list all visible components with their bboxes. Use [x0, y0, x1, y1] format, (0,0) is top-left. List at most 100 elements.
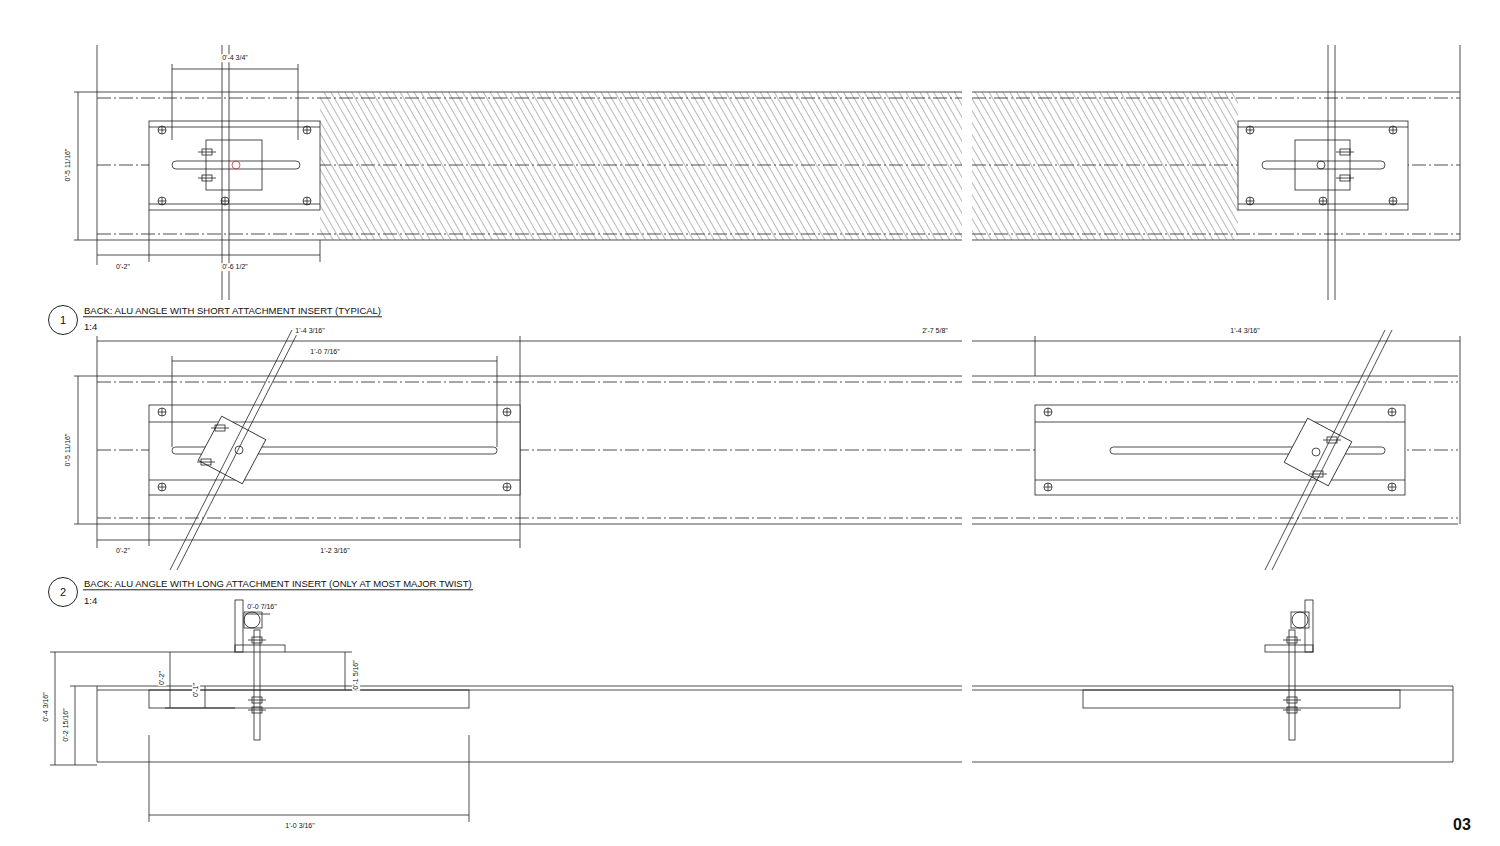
detail-title: BACK: ALU ANGLE WITH SHORT ATTACHMENT IN… — [83, 306, 382, 317]
drawing-line — [254, 630, 260, 740]
drawing-line — [503, 408, 511, 416]
drawing-line — [232, 161, 240, 169]
drawing-line — [97, 255, 320, 256]
drawing-line — [206, 140, 262, 190]
drawing-line — [972, 376, 1458, 377]
drawing-line — [149, 204, 320, 205]
drawing-line — [1246, 197, 1254, 205]
drawing-line — [1323, 437, 1341, 443]
drawing-line — [1388, 408, 1396, 416]
drawing-line — [972, 524, 1458, 525]
drawing-line — [172, 361, 497, 362]
drawing-line — [1453, 686, 1454, 762]
drawing-line — [1312, 448, 1320, 456]
drawing-line — [97, 45, 98, 265]
dimension: 0'-1" — [192, 682, 200, 698]
drawing-line — [245, 614, 270, 615]
drawing-line — [97, 382, 962, 383]
drawing-line — [158, 126, 166, 134]
dimension: 1'-0 3/16" — [284, 822, 316, 830]
drawing-line — [165, 708, 235, 709]
drawing-line — [198, 175, 216, 181]
drawing-line — [972, 518, 1458, 519]
dimension: 0'-2 15/16" — [62, 707, 70, 742]
drawing-line — [205, 686, 206, 708]
drawing-line — [1309, 471, 1327, 477]
drawing-line — [244, 612, 262, 628]
drawing-line — [172, 64, 173, 140]
drawing-line — [97, 524, 962, 525]
dimension: 1'-2 3/16" — [319, 547, 351, 555]
detail-1 — [74, 45, 1460, 300]
drawing-line — [1083, 690, 1400, 708]
drawing-line — [248, 637, 266, 643]
drawing-line — [972, 686, 1453, 687]
drawing-line — [497, 356, 498, 447]
drawing-line — [972, 92, 1238, 240]
drawing-line — [1246, 126, 1254, 134]
drawing-line — [972, 382, 1458, 383]
drawing-line — [298, 64, 299, 140]
drawing-line — [170, 330, 292, 570]
drawing-line — [149, 210, 150, 262]
drawing-line — [1289, 630, 1295, 740]
detail-2 — [74, 330, 1460, 570]
detail-3-section — [50, 600, 1453, 822]
drawing-line — [149, 480, 520, 481]
drawing-line — [235, 446, 243, 454]
drawing-line — [74, 376, 97, 377]
drawing-line — [149, 405, 520, 495]
drawing-line — [503, 483, 511, 491]
dimension: 0'-2" — [158, 670, 166, 686]
drawing-line — [1035, 405, 1405, 495]
drawing-line — [1265, 330, 1385, 570]
drawing-line — [1283, 637, 1301, 643]
drawing-line — [1389, 126, 1397, 134]
drawing-line — [248, 707, 266, 713]
dimension: 0'-5 11/16" — [64, 433, 72, 468]
drawing-line — [97, 762, 962, 763]
scale-note: 1:4 — [83, 322, 98, 332]
drawing-line — [74, 240, 97, 241]
dimension: 0'-5 11/16" — [64, 148, 72, 183]
drawing-line — [1283, 707, 1301, 713]
callout-number: 1 — [60, 314, 66, 326]
scale-note: 1:4 — [83, 596, 98, 606]
drawing-line — [172, 161, 300, 169]
drawing-line — [320, 92, 962, 240]
drawing-line — [1284, 418, 1352, 486]
drawing-line — [198, 416, 266, 484]
drawing-line — [345, 652, 346, 690]
drawing-line — [97, 336, 98, 548]
dimension: 0'-1 5/16" — [352, 659, 360, 691]
detail-title: BACK: ALU ANGLE WITH LONG ATTACHMENT INS… — [83, 579, 473, 590]
detail-callout-circle: 1 — [48, 305, 78, 335]
dimension: 0'-0 7/16" — [246, 603, 278, 611]
drawing-line — [149, 735, 150, 822]
drawing-line — [1295, 140, 1350, 190]
drawing-line — [158, 197, 166, 205]
drawing-line — [1328, 45, 1329, 300]
drawing-line — [97, 686, 98, 762]
drawing-line — [229, 45, 230, 300]
drawing-line — [469, 735, 470, 822]
drawing-line — [97, 518, 962, 519]
drawing-line — [1035, 480, 1405, 481]
drawing-line — [1336, 175, 1354, 181]
drawing-line — [1044, 483, 1052, 491]
drawing-line — [248, 697, 266, 703]
drawing-line — [303, 126, 311, 134]
drawing-line — [97, 341, 962, 342]
drawing-line — [97, 540, 520, 541]
drawing-line — [1262, 161, 1385, 169]
drawing-line — [172, 69, 298, 70]
drawing-line — [198, 149, 216, 155]
drawing-line — [1388, 483, 1396, 491]
drawing-line — [197, 459, 215, 465]
drawing-line — [1238, 127, 1408, 128]
drawing-line — [170, 652, 171, 708]
drawing-line — [158, 408, 166, 416]
drawing-line — [244, 612, 260, 628]
drawing-line — [177, 330, 299, 570]
